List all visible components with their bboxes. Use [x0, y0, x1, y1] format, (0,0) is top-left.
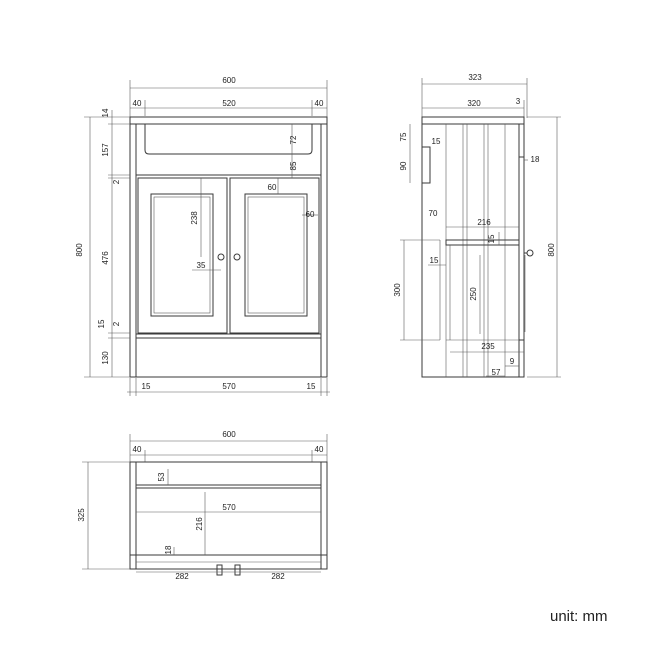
dim-front-570: 570 [222, 382, 236, 391]
front-door-right [229, 177, 320, 334]
side-body [421, 116, 525, 378]
dim-front-2-top: 2 [112, 179, 121, 184]
dim-side-250: 250 [469, 287, 478, 301]
dim-front-left-40: 40 [133, 99, 142, 108]
plan-view: 600 40 40 53 570 216 18 282 282 325 [77, 430, 328, 581]
dim-plan-325: 325 [77, 508, 86, 522]
dim-side-216: 216 [477, 218, 491, 227]
front-basin [144, 124, 313, 155]
dim-plan-570: 570 [222, 503, 236, 512]
front-door-left [137, 177, 228, 334]
dim-front-15-bottom: 15 [97, 319, 106, 328]
side-shelf [445, 239, 520, 246]
dim-front-15-right: 15 [307, 382, 316, 391]
dim-front-157: 157 [101, 143, 110, 157]
plan-outline [129, 461, 328, 570]
dim-front-85: 85 [289, 161, 298, 170]
dim-plan-40-right: 40 [315, 445, 324, 454]
dim-side-320: 320 [467, 99, 481, 108]
dim-front-72: 72 [289, 135, 298, 144]
unit-label: unit: mm [550, 608, 608, 625]
dim-side-3: 3 [516, 97, 521, 106]
dim-front-35: 35 [197, 261, 206, 270]
dim-front-2-bottom: 2 [112, 321, 121, 326]
dim-plan-18: 18 [164, 545, 173, 554]
plan-foot-right [234, 564, 241, 576]
dim-front-130: 130 [101, 351, 110, 365]
dim-side-300: 300 [393, 283, 402, 297]
dim-plan-282-left: 282 [175, 572, 189, 581]
dim-front-15-left: 15 [142, 382, 151, 391]
dim-front-60-top: 60 [268, 183, 277, 192]
front-carcass [129, 116, 328, 378]
dim-side-57: 57 [492, 368, 501, 377]
dim-front-width: 600 [222, 76, 236, 85]
dim-front-right-40: 40 [315, 99, 324, 108]
dim-front-14: 14 [101, 108, 110, 117]
dim-side-800: 800 [547, 243, 556, 257]
side-view: 323 320 3 75 15 90 18 70 [393, 73, 561, 378]
front-view: 600 40 520 40 72 85 60 [75, 76, 330, 396]
dim-plan-53: 53 [157, 472, 166, 481]
dim-side-90: 90 [399, 161, 408, 170]
dim-side-9: 9 [510, 357, 515, 366]
dim-plan-40-left: 40 [133, 445, 142, 454]
plan-foot-left [216, 564, 223, 576]
dim-plan-216: 216 [195, 517, 204, 531]
dim-front-60-side: 60 [306, 210, 315, 219]
side-knob [526, 249, 534, 257]
knob-left [217, 253, 225, 261]
dim-side-18: 18 [531, 155, 540, 164]
dim-side-323: 323 [468, 73, 482, 82]
dim-front-top-520: 520 [222, 99, 236, 108]
dim-front-476: 476 [101, 251, 110, 265]
dim-side-15-top: 15 [432, 137, 441, 146]
dim-side-70: 70 [429, 209, 438, 218]
dim-side-75: 75 [399, 132, 408, 141]
dim-front-238: 238 [190, 211, 199, 225]
dim-side-15-shelf: 15 [487, 234, 496, 243]
dim-plan-600: 600 [222, 430, 236, 439]
dim-side-15-left: 15 [430, 256, 439, 265]
dim-side-235: 235 [481, 342, 495, 351]
dim-front-800: 800 [75, 243, 84, 257]
dim-plan-282-right: 282 [271, 572, 285, 581]
knob-right [233, 253, 241, 261]
